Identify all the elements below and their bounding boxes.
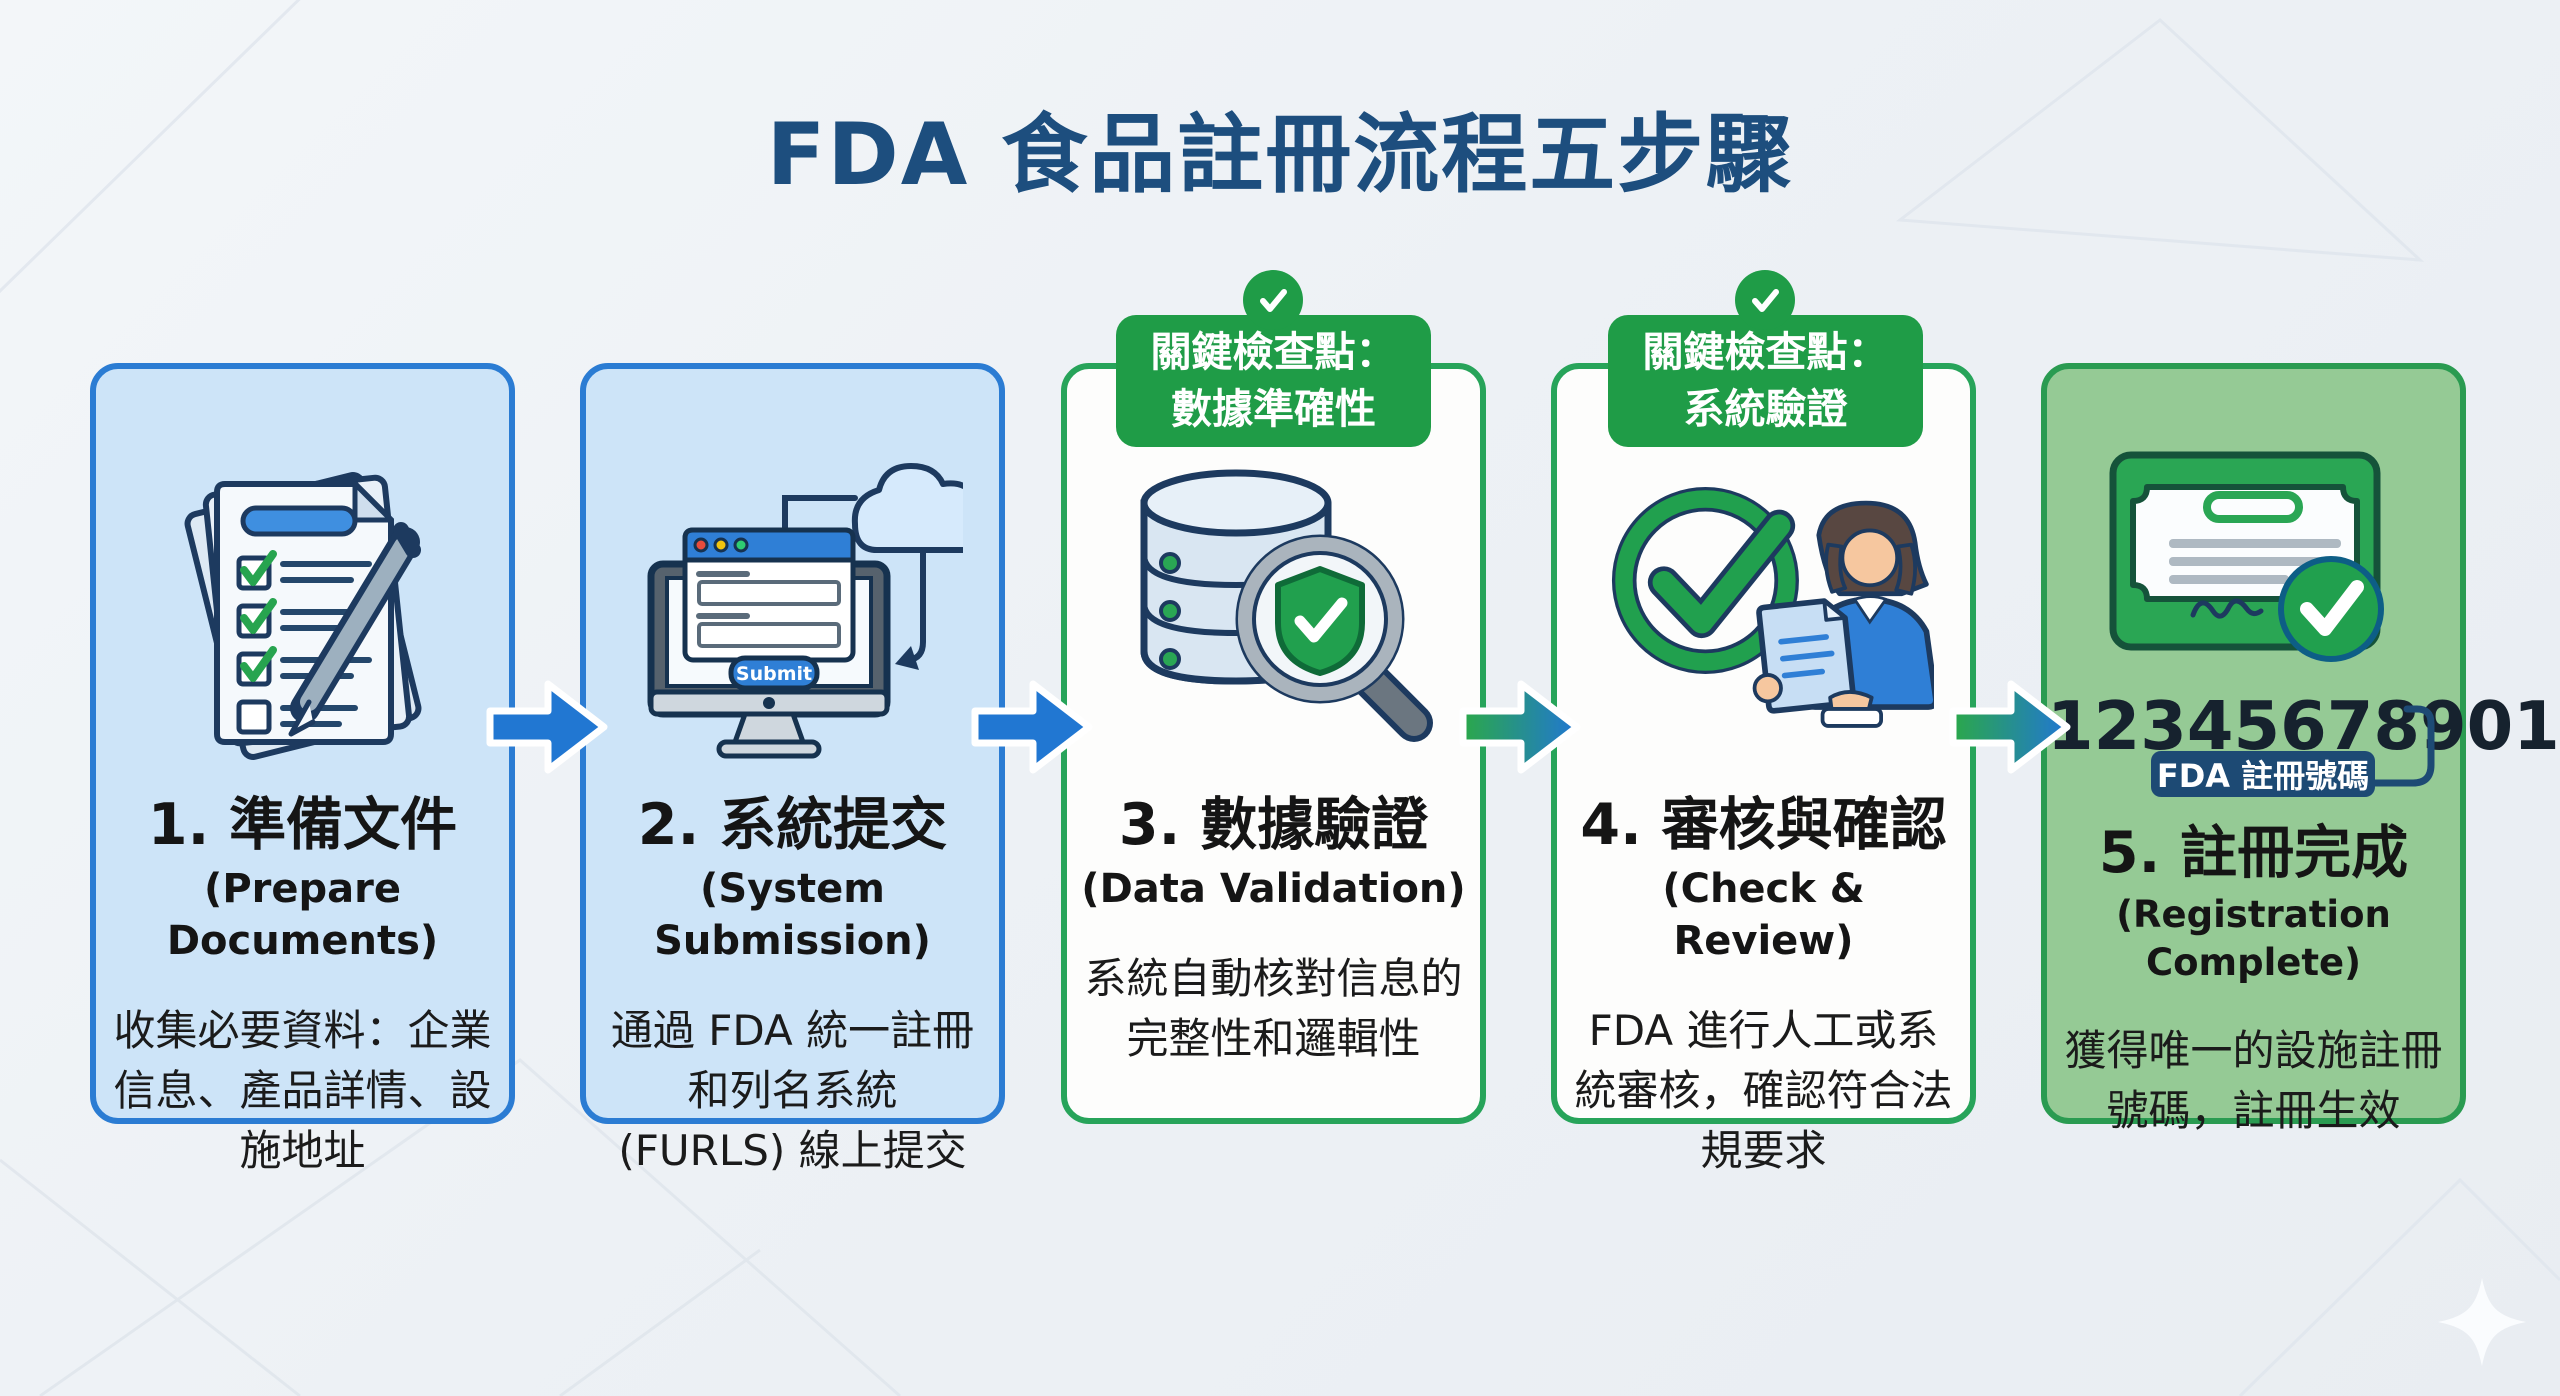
checkpoint-badge-data-accuracy: 關鍵檢查點： 數據準確性 [1116, 315, 1431, 447]
checkpoint-badge-line1: 關鍵檢查點： [1150, 328, 1397, 377]
step-5-heading: 5. 註冊完成 [2098, 820, 2409, 886]
arrow-step3-to-step4-icon [1459, 680, 1581, 774]
step-card-4: 4. 審核與確認 (Check & Review) FDA 進行人工或系統審核，… [1551, 363, 1976, 1175]
step-5-subheading: (Registration Complete) [2116, 892, 2391, 984]
checkpoint-badge-line2: 系統驗證 [1683, 385, 1848, 433]
arrow-step1-to-step2-icon [486, 680, 608, 774]
page-title: FDA 食品註冊流程五步驟 [766, 105, 1794, 205]
step-card-2: Submit 2. 系統提交 (System Submission) 通過 FD… [580, 363, 1005, 1175]
step-3-heading: 3. 數據驗證 [1118, 792, 1429, 858]
sparkle-watermark-icon [2438, 1278, 2526, 1366]
step-2-description: 通過 FDA 統一註冊和列名系統 (FURLS) 線上提交 [610, 1005, 975, 1176]
arrow-step2-to-step3-icon [971, 680, 1093, 774]
step-2-subheading: (System Submission) [654, 865, 931, 964]
checkpoint-badge-system-validation: 關鍵檢查點： 系統驗證 [1608, 315, 1923, 447]
step-3-subheading: (Data Validation) [1081, 865, 1466, 912]
step-4-description: FDA 進行人工或系統審核，確認符合法規要求 [1574, 1005, 1953, 1176]
step-1-subheading: (Prepare Documents) [166, 865, 439, 964]
arrow-step4-to-step5-icon [1949, 680, 2071, 774]
step-2-heading: 2. 系統提交 [637, 792, 948, 858]
checkpoint-check-icon [1735, 270, 1795, 330]
step-4-heading: 4. 審核與確認 [1580, 792, 1947, 858]
checklist-pen-icon [133, 441, 473, 771]
registration-number-label-badge: FDA 註冊號碼 [2151, 751, 2375, 797]
number-connector-line [2371, 705, 2435, 787]
checkpoint-badge-line2: 數據準確性 [1171, 385, 1376, 433]
step-3-description: 系統自動核對信息的完整性和邏輯性 [1084, 953, 1463, 1064]
checkpoint-check-icon [1243, 270, 1303, 330]
step-1-heading: 1. 準備文件 [147, 792, 458, 858]
certificate-check-icon [2084, 447, 2424, 667]
step-4-subheading: (Check & Review) [1662, 865, 1865, 964]
check-circle-reviewer-icon [1594, 441, 1934, 771]
database-magnifier-shield-icon [1104, 441, 1444, 771]
checkpoint-badge-line1: 關鍵檢查點： [1642, 328, 1889, 377]
step-card-1: 1. 準備文件 (Prepare Documents) 收集必要資料：企業信息、… [90, 363, 515, 1175]
step-card-3: 3. 數據驗證 (Data Validation) 系統自動核對信息的完整性和邏… [1061, 363, 1486, 1124]
step-1-description: 收集必要資料：企業信息、產品詳情、設施地址 [113, 1005, 492, 1176]
monitor-cloud-upload-icon: Submit [623, 441, 963, 771]
step-card-5: 12345678901 FDA 註冊號碼 5. 註冊完成 (Registrati… [2041, 363, 2560, 1135]
registration-number-label: FDA 註冊號碼 [2156, 757, 2370, 795]
step-5-description: 獲得唯一的設施註冊號碼，註冊生效 [2064, 1025, 2443, 1136]
submit-button-label: Submit [735, 663, 811, 685]
